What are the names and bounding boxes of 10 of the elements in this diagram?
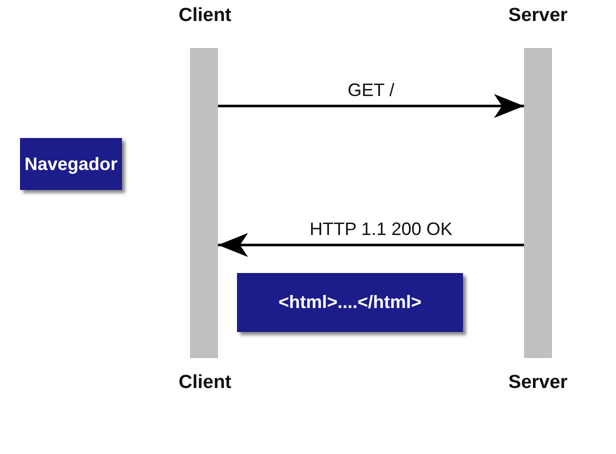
participant-label: Client: [178, 5, 232, 27]
note-box: <html>....</html>: [237, 273, 463, 332]
message-arrow: [218, 94, 524, 118]
message-arrow: [218, 233, 524, 257]
lifeline-bar: [524, 48, 552, 358]
lifeline-bar: [190, 48, 218, 358]
note-box: Navegador: [20, 138, 122, 190]
participant-label: Server: [507, 372, 569, 394]
participant-label: Client: [178, 372, 232, 394]
participant-label: Server: [507, 5, 569, 27]
